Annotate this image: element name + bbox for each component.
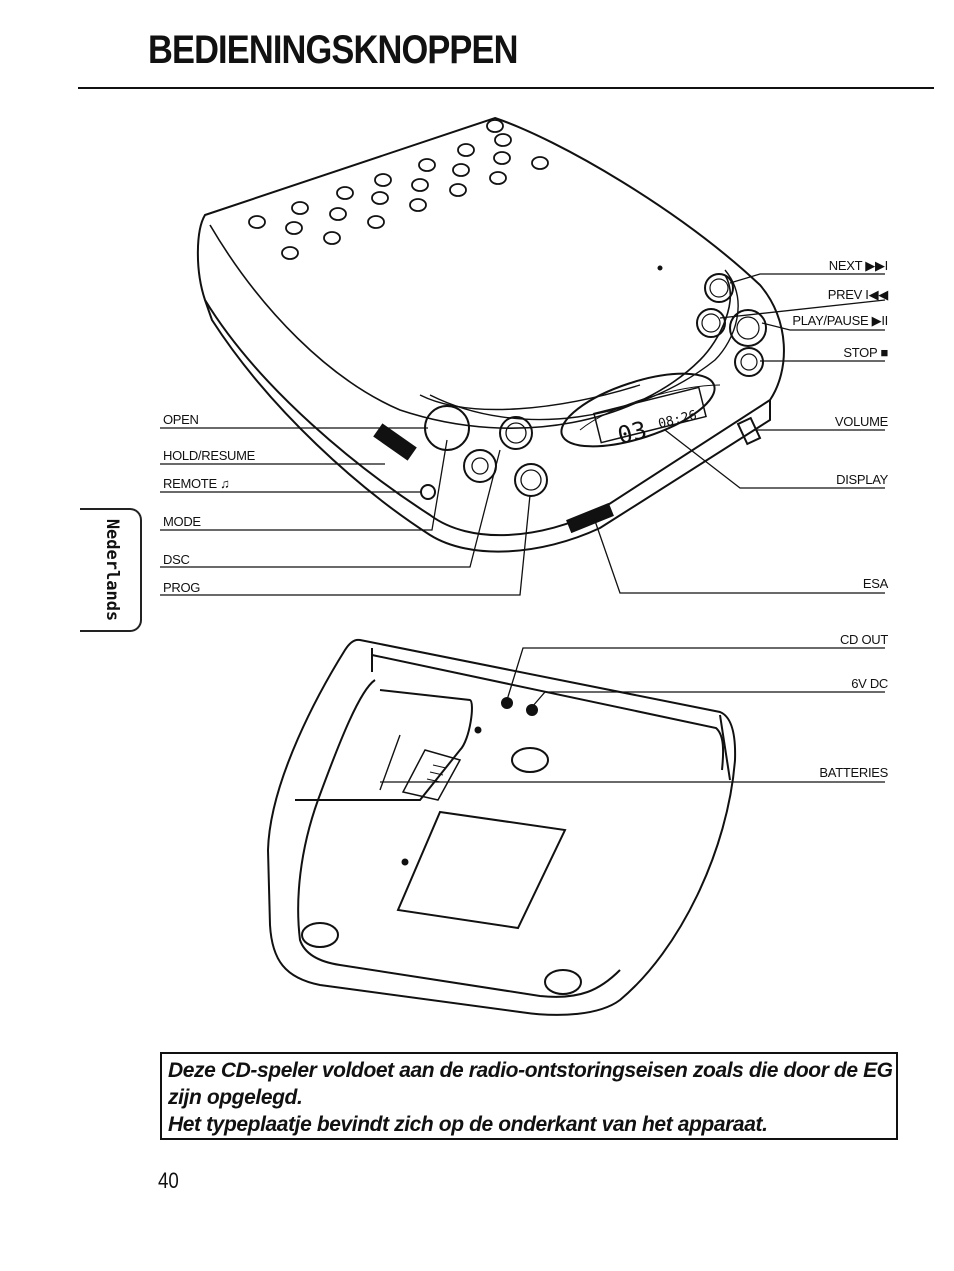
page-title: BEDIENINGSKNOPPEN (148, 28, 518, 72)
label-cd-out: CD OUT (839, 632, 888, 647)
label-mode: MODE (163, 514, 201, 529)
label-remote: REMOTE ♫ (163, 476, 230, 491)
speaker-holes (248, 119, 549, 260)
label-play-pause: PLAY/PAUSE ▶II (792, 313, 888, 328)
notice-line-1: Deze CD-speler voldoet aan de radio-onts… (168, 1059, 893, 1082)
player-bottom-view (266, 638, 885, 1016)
language-tab (80, 508, 142, 632)
notice-box: Deze CD-speler voldoet aan de radio-onts… (160, 1052, 898, 1140)
label-esa: ESA (862, 576, 888, 591)
label-volume: VOLUME (834, 414, 888, 429)
title-rule (78, 87, 934, 89)
control-buttons (373, 265, 767, 534)
label-next: NEXT ▶▶I (828, 258, 889, 273)
label-open: OPEN (163, 412, 199, 427)
label-hold-resume: HOLD/RESUME (163, 448, 256, 463)
label-prog: PROG (163, 580, 201, 595)
lcd-time: 08:26 (657, 408, 699, 432)
label-prev: PREV I◀◀ (827, 287, 889, 302)
notice-line-3: Het typeplaatje bevindt zich op de onder… (168, 1113, 768, 1136)
lcd-track: 03 (615, 416, 650, 450)
label-6v-dc: 6V DC (851, 676, 888, 691)
leader-lines-bottom (380, 647, 885, 783)
label-batteries: BATTERIES (819, 765, 888, 780)
label-dsc: DSC (163, 552, 190, 567)
player-top-view: 03 08:26 (160, 116, 886, 596)
notice-line-2: zijn opgelegd. (168, 1086, 303, 1109)
leader-lines-top (160, 273, 886, 596)
page-number: 40 (158, 1168, 179, 1193)
label-stop: STOP ■ (843, 345, 888, 360)
label-display: DISPLAY (836, 472, 888, 487)
